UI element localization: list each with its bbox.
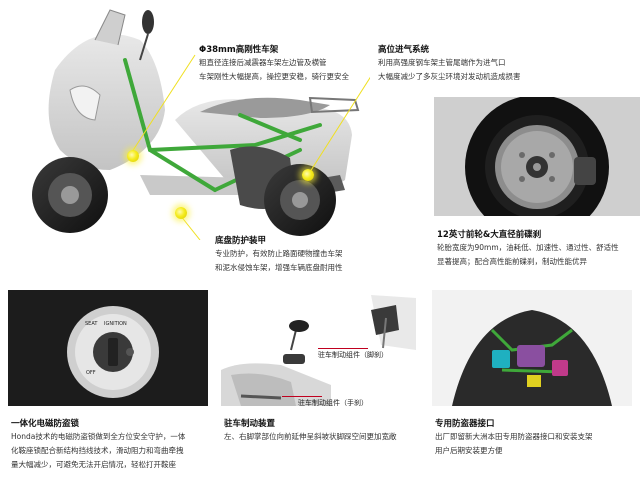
frame-hotspot	[127, 150, 139, 162]
alarm-interface-desc-line: 出厂即留新大洲本田专用防盗器接口和安装支架	[435, 432, 593, 441]
ignition-lock-desc-line: Honda技术的电磁防盗锁做到全方位安全守护，一体	[11, 432, 186, 441]
front-wheel-desc-line: 显著提高；配合高性能前碟刹，制动性能优异	[437, 257, 587, 266]
frame-desc-line: 车架刚性大幅提高，操控更安稳，骑行更安全	[199, 72, 349, 81]
ignition-lock-desc: Honda技术的电磁防盗锁做到全方位安全守护，一体 化鞍座锁配合新结构挡线技术，…	[11, 430, 185, 472]
intake-desc-line: 利用高强度钢车架主管尾端作为进气口	[378, 58, 506, 67]
ignition-lock-desc-line: 化鞍座锁配合新结构挡线技术，滑动阻力和弯曲牵拽	[11, 446, 184, 455]
ignition-lock-photo	[8, 290, 208, 406]
parking-brake-desc: 左、右脚掌部位向前延伸呈斜坡状脚踩空间更加宽敞	[224, 430, 397, 444]
foot-brake-leader	[318, 348, 368, 349]
skid-plate-title: 底盘防护装甲	[215, 236, 267, 246]
skid-plate-desc-line: 专业防护，有效防止路面硬物撞击车架	[215, 249, 343, 258]
intake-callout: 高位进气系统 利用高强度钢车架主管尾端作为进气口 大幅度减少了多灰尘环境对发动机…	[378, 45, 521, 84]
frame-desc-line: 粗直径连接后减震器车架左边管及横管	[199, 58, 327, 67]
alarm-interface-desc-line: 用户后期安装更方便	[435, 446, 503, 455]
alarm-interface-callout: 专用防盗器接口 出厂即留新大洲本田专用防盗器接口和安装支架 用户后期安装更方便	[435, 419, 593, 458]
lock-label-off: OFF	[86, 370, 96, 376]
foot-brake-label: 驻车制动组件（脚刹）	[318, 351, 388, 359]
intake-desc-line: 大幅度减少了多灰尘环境对发动机造成损害	[378, 72, 521, 81]
main-motorcycle-illustration	[0, 0, 376, 241]
hand-brake-label: 驻车制动组件（手刹）	[298, 399, 368, 407]
skid-plate-desc: 专业防护，有效防止路面硬物撞击车架 和泥水侵蚀车架，增强车辆底盘耐用性	[215, 247, 343, 275]
front-wheel-callout: 12英寸前轮&大直径前碟刹 轮胎宽度为90mm，油耗低、加速性、通过性、舒适性 …	[437, 230, 619, 269]
lock-label-seat: SEAT	[85, 321, 98, 327]
frame-callout: Φ38mm高刚性车架 粗直径连接后减震器车架左边管及横管 车架刚性大幅提高，操控…	[199, 45, 349, 84]
alarm-interface-desc: 出厂即留新大洲本田专用防盗器接口和安装支架 用户后期安装更方便	[435, 430, 593, 458]
parking-brake-desc-line: 左、右脚掌部位向前延伸呈斜坡状脚踩空间更加宽敞	[224, 432, 397, 441]
skid-plate-callout: 底盘防护装甲 专业防护，有效防止路面硬物撞击车架 和泥水侵蚀车架，增强车辆底盘耐…	[215, 236, 343, 275]
front-wheel-photo	[434, 97, 640, 216]
intake-title: 高位进气系统	[378, 45, 430, 55]
ignition-lock-title: 一体化电磁防盗锁	[11, 419, 80, 429]
ignition-lock-callout: 一体化电磁防盗锁 Honda技术的电磁防盗锁做到全方位安全守护，一体 化鞍座锁配…	[11, 419, 185, 472]
frame-desc: 粗直径连接后减震器车架左边管及横管 车架刚性大幅提高，操控更安稳，骑行更安全	[199, 56, 349, 84]
skid-plate-desc-line: 和泥水侵蚀车架，增强车辆底盘耐用性	[215, 263, 343, 272]
parking-brake-title: 驻车制动装置	[224, 419, 276, 429]
alarm-interface-photo	[432, 290, 632, 406]
skid-plate-hotspot	[175, 207, 187, 219]
intake-hotspot	[302, 169, 314, 181]
lock-label-ignition: IGNITION	[104, 321, 127, 327]
alarm-interface-title: 专用防盗器接口	[435, 419, 495, 429]
front-wheel-title: 12英寸前轮&大直径前碟刹	[437, 230, 542, 240]
ignition-lock-desc-line: 量大幅减少，可避免无法开启情况，轻松打开鞍座	[11, 460, 176, 469]
hand-brake-leader	[282, 396, 322, 397]
parking-brake-callout: 驻车制动装置 左、右脚掌部位向前延伸呈斜坡状脚踩空间更加宽敞	[224, 419, 397, 444]
front-wheel-desc: 轮胎宽度为90mm，油耗低、加速性、通过性、舒适性 显著提高；配合高性能前碟刹，…	[437, 241, 619, 269]
frame-title: Φ38mm高刚性车架	[199, 45, 279, 55]
front-wheel-desc-line: 轮胎宽度为90mm，油耗低、加速性、通过性、舒适性	[437, 243, 619, 252]
intake-desc: 利用高强度钢车架主管尾端作为进气口 大幅度减少了多灰尘环境对发动机造成损害	[378, 56, 521, 84]
